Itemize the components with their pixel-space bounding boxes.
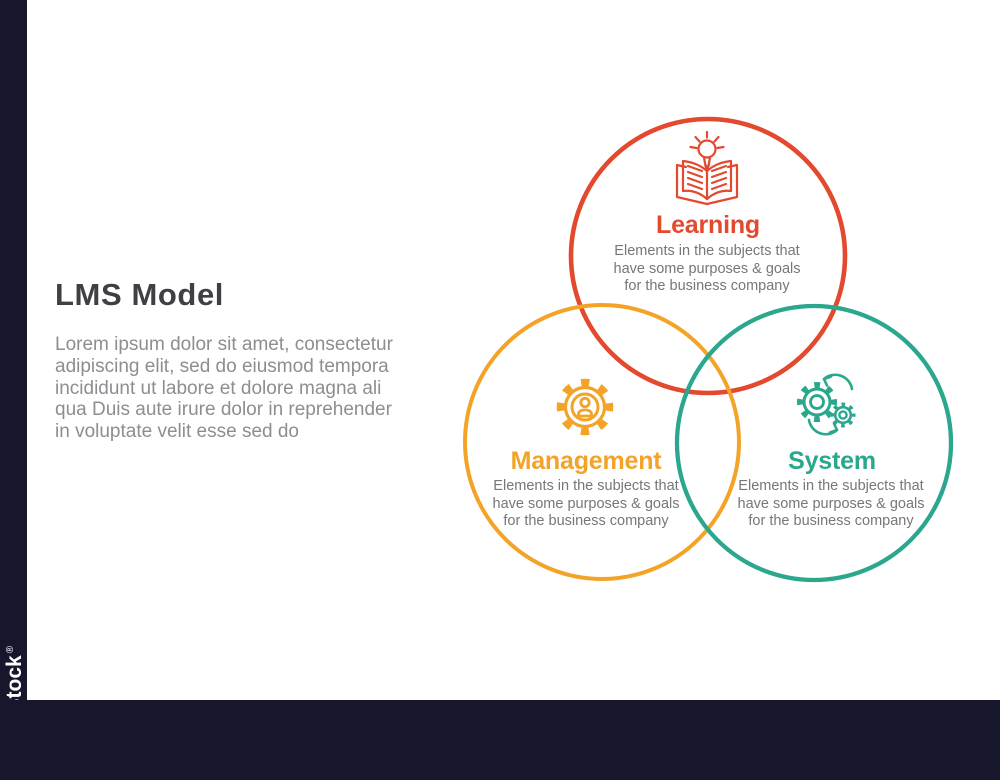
learning-description: Elements in the subjects that have some … bbox=[613, 243, 801, 295]
vertical-watermark-bar: VectorStock® bbox=[0, 0, 27, 780]
gears-sync-icon bbox=[797, 373, 856, 436]
registered-mark-icon: ® bbox=[5, 645, 16, 654]
learning-circle bbox=[568, 116, 848, 396]
learning-label: Learning bbox=[656, 211, 760, 239]
person-gear-icon bbox=[556, 378, 614, 436]
system-description: Elements in the subjects that have some … bbox=[737, 478, 925, 530]
management-circle bbox=[463, 303, 741, 581]
book-lightbulb-icon bbox=[675, 130, 739, 206]
intro-paragraph: Lorem ipsum dolor sit amet, consectetur … bbox=[55, 334, 393, 443]
system-circle bbox=[674, 303, 954, 583]
bottom-watermark-bar: VectorStock® VectorStock.com/50081651 bbox=[0, 700, 1000, 780]
page-title: LMS Model bbox=[55, 276, 224, 312]
system-label: System bbox=[788, 447, 876, 475]
management-label: Management bbox=[510, 447, 662, 475]
management-description: Elements in the subjects that have some … bbox=[492, 478, 680, 530]
